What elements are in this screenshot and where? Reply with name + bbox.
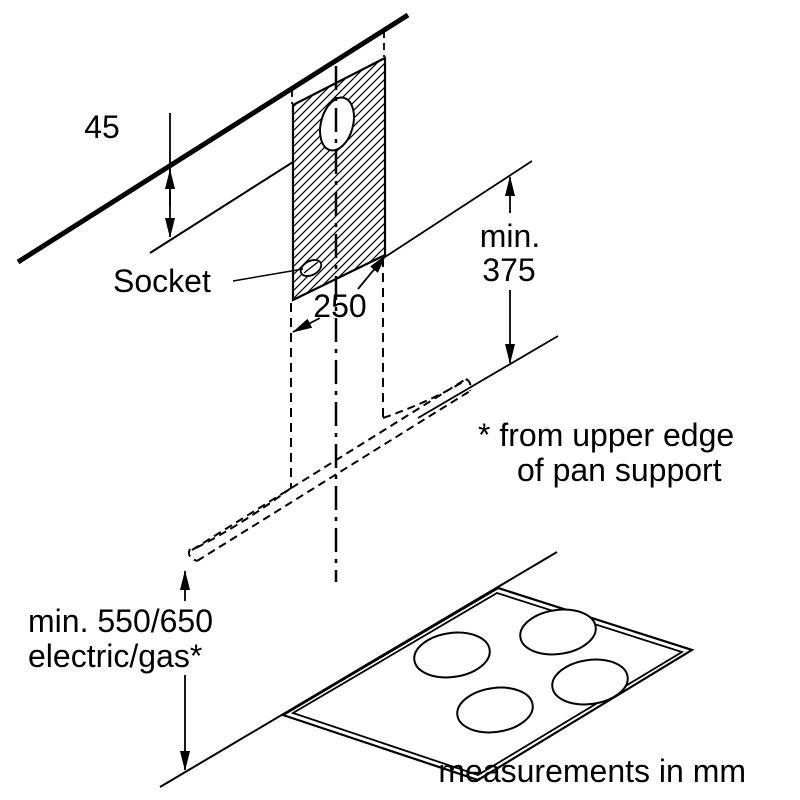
hob-inner-edge: [290, 592, 685, 776]
ceiling-line: [16, 12, 410, 265]
dim-45-label: 45: [84, 109, 120, 145]
socket-leader-line: [232, 268, 304, 282]
ext-line-375-lower: [417, 335, 559, 419]
footnote-line1: * from upper edge: [478, 417, 734, 453]
burner-back-left: [413, 631, 491, 679]
dim-550-label-line1: min. 550/650: [28, 603, 213, 639]
units-note: measurements in mm: [438, 753, 746, 789]
socket-pin-line: [303, 261, 319, 274]
dim-375-label-min: min.: [480, 218, 540, 254]
dim-250-label: 250: [313, 288, 366, 324]
dim-250-arrow-left: [292, 317, 321, 333]
burner-front-left: [456, 686, 534, 734]
dim-550-label-line2: electric/gas*: [28, 638, 202, 674]
burner-back-right: [519, 608, 597, 656]
dim-250-arrow-right: [357, 254, 387, 290]
footnote-line2: of pan support: [517, 452, 722, 488]
burner-front-right: [551, 658, 629, 706]
hood-top-reference-line: [149, 161, 294, 254]
hood-canopy-outline: [187, 378, 472, 562]
dim-375-label-value: 375: [482, 252, 535, 288]
socket-label: Socket: [113, 263, 211, 299]
